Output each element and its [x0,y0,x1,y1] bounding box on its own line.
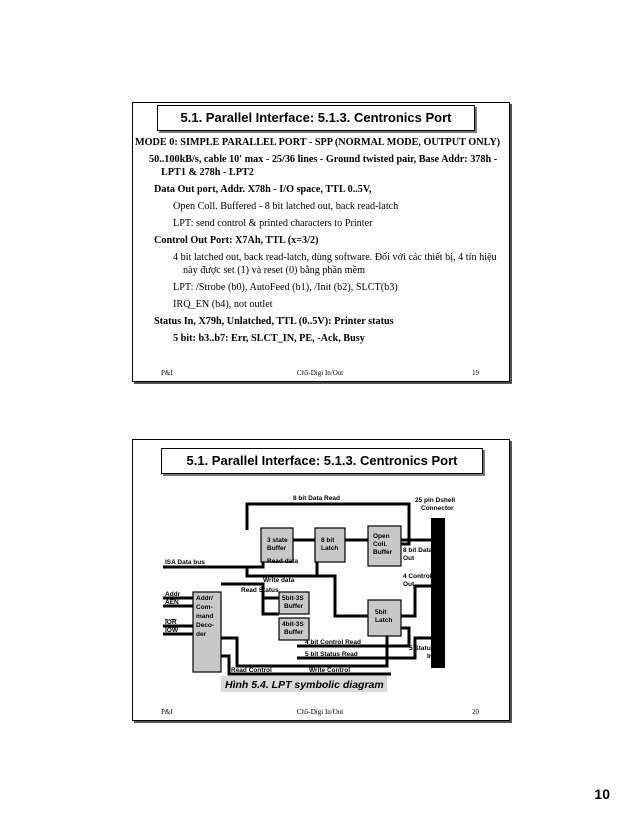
label-addr: Addr [165,591,181,598]
label-aen: AEN [165,599,179,606]
label-3state-2: Buffer [267,545,287,552]
lpt-block-diagram: 8 bit Data Read 25 pin Dshell Connector … [163,495,455,692]
diagram-caption: Hình 5.4. LPT symbolic diagram [225,679,384,691]
label-latch-1: 8 bit [321,537,335,544]
control-out-heading: Control Out Port: X7Ah, TTL (x=3/2) [154,235,319,246]
label-opencoll-2: Coll. [373,541,387,548]
label-dataout-1: 8 bit Data [403,547,433,554]
label-ctrl-read: 4 bit Control Read [305,639,361,646]
label-latch-2: Latch [321,545,338,552]
label-opencoll-1: Open [373,533,390,540]
label-connector-1: 25 pin Dshell [415,497,455,504]
label-status-read: 5 bit Status Read [305,651,358,658]
footer-center: Ch5-Digi In/Out [296,369,344,377]
label-read-control: Read Control [231,667,272,674]
control-out-detail: 4 bit latched out, back read-latch, dùng… [173,252,497,276]
footer-left: P&I [161,708,173,716]
mode-heading: MODE 0: SIMPLE PARALLEL PORT - SPP (NORM… [135,137,501,148]
label-read-data: Read data [267,558,298,565]
latch-5bit-block [367,599,402,637]
label-decoder-5: der [196,631,207,638]
slide-title: 5.1. Parallel Interface: 5.1.3. Centroni… [161,448,483,474]
diagram-wire [401,584,431,618]
label-read-status: Read Status [241,587,279,594]
label-buf4-2: Buffer [284,629,304,636]
diagram-wire [221,634,389,668]
footer-left: P&I [161,369,173,377]
label-decoder-2: Com- [196,604,213,611]
label-buf4-1: 4bit-3S [282,621,304,628]
data-read-line [245,502,411,546]
label-latch5-2: Latch [375,617,392,624]
diagram-wire [317,574,368,618]
data-out-lpt: LPT: send control & printed characters t… [173,218,373,229]
buffer-5bit-block [278,591,310,615]
label-buf5-1: 5bit-3S [282,595,304,602]
label-connector-2: Connector [421,505,454,512]
label-decoder-4: Deco- [196,622,214,629]
diagram-wire [297,636,431,660]
label-write-control: Write Control [309,667,350,674]
label-opencoll-3: Buffer [373,549,393,556]
slide-19: 5.1. Parallel Interface: 5.1.3. Centroni… [132,102,510,382]
open-coll-buffer-block [367,525,402,567]
label-statusin-2: In [427,653,433,660]
label-data-read: 8 bit Data Read [293,495,340,502]
diagram-wire [261,584,279,616]
data-out-detail: Open Coll. Buffered - 8 bit latched out,… [173,201,399,212]
label-decoder-1: Addr/ [196,595,213,602]
slide-20: 5.1. Parallel Interface: 5.1.3. Centroni… [132,439,510,721]
label-latch5-1: 5bit [375,609,387,616]
label-3state-1: 3 state [267,537,288,544]
label-ctrlout-2: Out [403,581,415,588]
data-out-heading: Data Out port, Addr. X78h - I/O space, T… [154,184,372,195]
diagram-wire [221,654,391,676]
diagram-wire [245,550,319,578]
status-in-heading: Status In, X79h, Unlatched, TTL (0..5V):… [154,316,394,327]
three-state-buffer-block [260,527,294,563]
spec-line: 50..100kB/s, cable 10' max - 25/36 lines… [149,154,498,178]
label-ctrlout-1: 4 Control [403,573,432,580]
label-isa-bus: ISA Data bus [165,559,205,566]
dshell-connector [431,518,445,668]
decoder-block [192,591,222,673]
control-out-irq: IRQ_EN (b4), not outlet [173,299,273,310]
label-iow: IOW [165,627,179,634]
label-write-data: Write data [263,577,295,584]
footer-center: Ch5-Digi In/Out [296,708,344,716]
caption-bg [221,676,387,692]
label-decoder-3: mand [196,613,213,620]
page-number: 10 [594,786,610,802]
latch-8bit-block [314,527,346,563]
label-buf5-2: Buffer [284,603,304,610]
status-in-detail: 5 bit: b3..b7: Err, SLCT_IN, PE, -Ack, B… [173,333,365,344]
label-statusin-1: 5 Status [409,645,435,652]
diagram-wire [297,626,411,648]
slide-title: 5.1. Parallel Interface: 5.1.3. Centroni… [157,105,475,131]
buffer-4bit-block [278,617,310,641]
label-dataout-2: Out [403,555,415,562]
control-out-lpt: LPT: /Strobe (b0), AutoFeed (b1), /Init … [173,282,398,293]
label-ior: IOR [165,619,177,626]
footer-slide-number: 19 [472,369,479,377]
footer-slide-number: 20 [472,708,479,716]
slide-body: MODE 0: SIMPLE PARALLEL PORT - SPP (NORM… [135,136,505,345]
